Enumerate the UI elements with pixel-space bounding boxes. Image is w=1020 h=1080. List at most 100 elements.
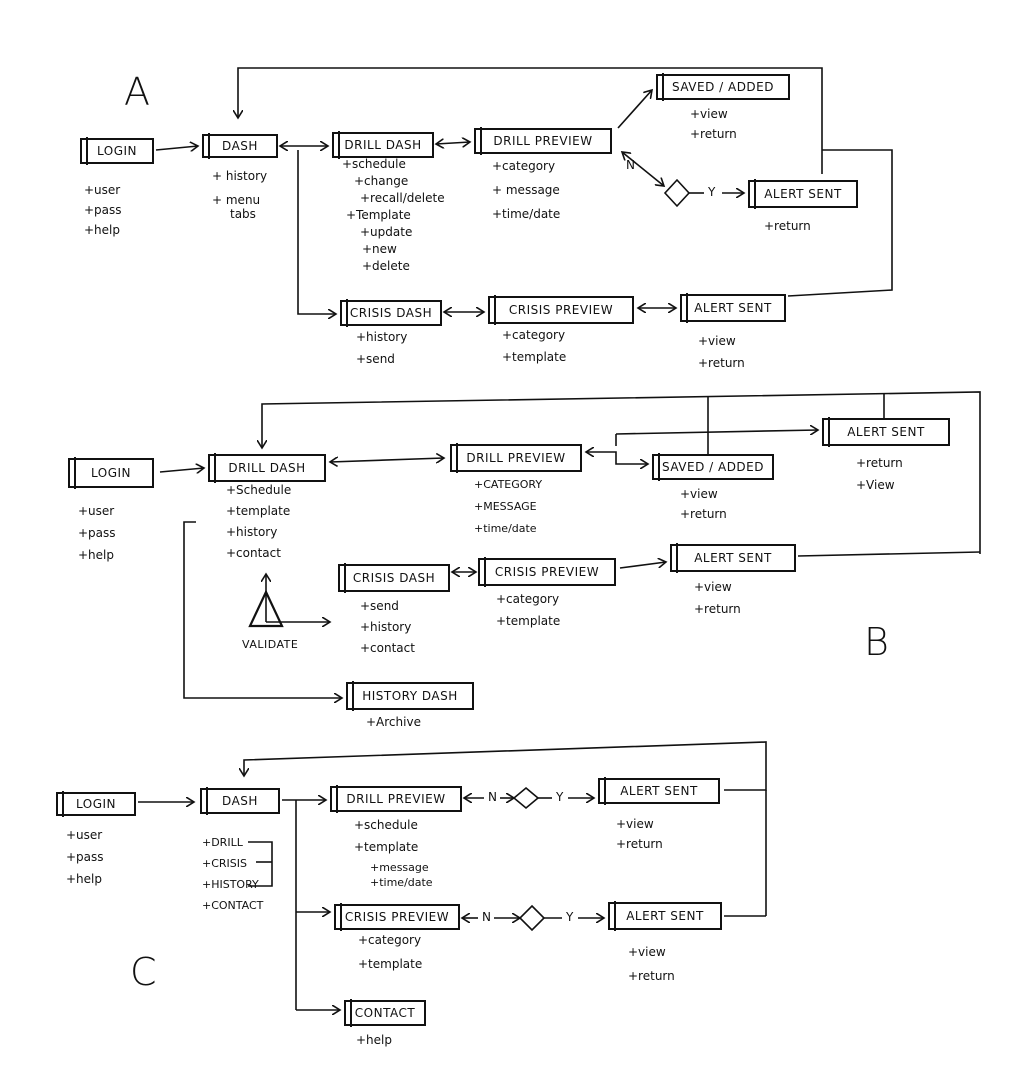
c-drill-preview-note: +message [370,861,429,874]
section-label-a: A [124,70,150,114]
a-login-label: LOGIN [96,144,138,158]
b-drill-dash-notes: +Schedule +template +history +contact [226,480,291,564]
edge-a-dash-crisis [297,150,336,314]
c-drill-preview-note: +template [354,840,419,854]
b-crisis-dash-note: +contact [360,641,415,655]
c-dash-label: DASH [222,794,258,808]
c-login-note: +user [66,828,103,842]
a-saved-added-note: +view [690,107,728,121]
b-crisis-preview-box[interactable]: CRISIS PREVIEW [478,557,616,587]
c-crisis-preview-note: +template [358,957,423,971]
a-alert-sent-top-notes: +return [764,216,811,236]
a-crisis-preview-box[interactable]: CRISIS PREVIEW [488,295,634,325]
edge-c-return-loop [244,741,767,791]
b-crisis-preview-note: +template [496,614,561,628]
b-saved-added-note: +view [680,487,718,501]
c-alert-sent-bottom-note: +view [628,945,666,959]
decision-diamond-c1 [512,786,540,810]
c-login-box[interactable]: LOGIN [56,791,136,817]
b-history-dash-box[interactable]: HISTORY DASH [346,681,474,711]
b-alert-sent-top-note: +View [856,478,895,492]
edge-a-drilldash-preview [436,142,470,144]
edge-a-alert-loop [787,149,893,297]
decision-diamond-a [663,178,691,208]
a-crisis-preview-notes: +category +template [502,324,566,368]
b-login-notes: +user +pass +help [78,500,116,566]
a-edge-label-n: N [626,158,635,172]
edge-a-preview-decision [622,152,664,186]
a-alert-sent-top-box[interactable]: ALERT SENT [748,179,858,209]
edge-b-crispreview-alert [619,562,666,569]
b-alert-sent-top-box[interactable]: ALERT SENT [822,417,950,447]
c-crisis-preview-notes: +category +template [358,928,422,976]
b-drill-dash-note: +Schedule [226,483,292,497]
edge-a-login-dash [155,146,198,150]
validate-triangle [248,589,284,628]
decision-diamond-c2 [518,904,546,932]
c-edge-label-n2: N [482,910,491,924]
b-history-dash-notes: +Archive [366,712,421,732]
b-alert-sent-top-notes: +return +View [856,452,903,496]
c-dash-box[interactable]: DASH [200,787,280,815]
a-drill-dash-note: +update [360,225,413,239]
b-alert-sent-top-label: ALERT SENT [847,425,925,439]
b-drill-dash-note: +template [226,504,291,518]
c-contact-note: +help [356,1033,392,1047]
b-history-dash-note: +Archive [366,715,421,729]
b-alert-sent-top-note: +return [856,456,903,470]
c-login-note: +help [66,872,102,886]
b-drill-preview-note: +time/date [474,522,537,535]
a-drill-dash-box[interactable]: DRILL DASH [332,131,434,159]
b-crisis-dash-note: +send [360,599,399,613]
section-c-connectors [138,741,767,1010]
edge-b-preview-saved [586,452,648,464]
c-crisis-preview-note: +category [358,933,422,947]
c-login-notes: +user +pass +help [66,824,104,890]
edge-a-return-loop [238,67,823,174]
b-history-dash-label: HISTORY DASH [362,689,458,703]
b-login-box[interactable]: LOGIN [68,457,154,489]
a-saved-added-notes: +view +return [690,104,737,144]
a-crisis-dash-notes: +history +send [356,326,407,370]
b-alert-sent-mid-note: +return [694,602,741,616]
a-drill-preview-box[interactable]: DRILL PREVIEW [474,127,612,155]
b-drill-preview-notes: +CATEGORY +MESSAGE +time/date [474,474,542,540]
c-contact-box[interactable]: CONTACT [344,999,426,1027]
c-crisis-preview-box[interactable]: CRISIS PREVIEW [334,903,460,931]
a-alert-sent-top-label: ALERT SENT [764,187,842,201]
b-saved-added-notes: +view +return [680,484,727,524]
a-alert-sent-bottom-box[interactable]: ALERT SENT [680,293,786,323]
a-saved-added-box[interactable]: SAVED / ADDED [656,73,790,101]
a-dash-box[interactable]: DASH [202,133,278,159]
edge-b-top-loop [262,391,981,554]
a-saved-added-note: +return [690,127,737,141]
section-b-connectors [159,391,981,698]
b-drill-preview-box[interactable]: DRILL PREVIEW [450,443,582,473]
section-label-b: B [864,620,889,664]
b-alert-sent-mid-box[interactable]: ALERT SENT [670,543,796,573]
b-alert-sent-mid-notes: +view +return [694,576,741,620]
b-saved-added-box[interactable]: SAVED / ADDED [652,453,774,481]
c-contact-notes: +help [356,1030,392,1050]
c-drill-preview-box[interactable]: DRILL PREVIEW [330,785,462,813]
a-login-note: +user [84,183,121,197]
c-contact-label: CONTACT [354,1006,416,1020]
b-crisis-dash-box[interactable]: CRISIS DASH [338,563,450,593]
a-dash-note: + menu [212,193,261,207]
c-alert-sent-top-box[interactable]: ALERT SENT [598,777,720,805]
b-login-note: +help [78,548,114,562]
b-crisis-dash-notes: +send +history +contact [360,596,415,659]
b-drill-dash-note: +contact [226,546,281,560]
edge-b-history-link [183,521,342,698]
a-login-note: +pass [84,203,122,217]
a-login-box[interactable]: LOGIN [80,137,154,165]
a-crisis-dash-box[interactable]: CRISIS DASH [340,299,442,327]
a-crisis-dash-label: CRISIS DASH [349,306,433,320]
c-alert-sent-bottom-box[interactable]: ALERT SENT [608,901,722,931]
a-alert-sent-bottom-note: +return [698,356,745,370]
b-drill-dash-note: +history [226,525,278,539]
edge-b-preview-alert [615,430,818,434]
c-dash-note: +DRILL [202,836,243,849]
b-drill-dash-box[interactable]: DRILL DASH [208,453,326,483]
